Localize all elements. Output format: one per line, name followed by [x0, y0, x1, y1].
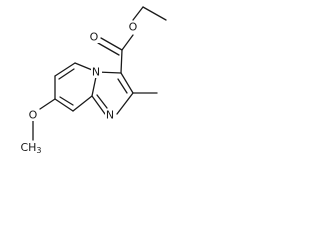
methoxy-oxygen-label: O [29, 109, 38, 122]
bond-c7-c8-inner [59, 96, 74, 106]
methoxy-methyl-main: CH [20, 141, 36, 154]
methoxy-methyl-label: CH3 [20, 141, 41, 155]
molecule-svg: O O N N O CH3 [20, 6, 167, 155]
methoxy-methyl-subscript: 3 [36, 146, 41, 155]
bond-c7-o [39, 98, 56, 110]
ester-oxygen-label: O [129, 21, 138, 34]
bond-carbonyl-double-b [97, 42, 120, 56]
bond-c5-c6-inner [58, 68, 75, 80]
bond-c3-c2-inner [117, 78, 128, 94]
bond-ethyl-ch2-o [132, 6, 144, 21]
bond-n1-c8a-inner [96, 94, 108, 109]
bond-c7-c8 [54, 98, 74, 112]
ring-nitrogen-label: N [106, 109, 114, 122]
bond-ester-o-carbonyl-c [121, 34, 134, 51]
carbonyl-oxygen-label: O [90, 31, 99, 44]
bond-c5-c6 [54, 62, 76, 77]
bond-c8-c8a [72, 95, 93, 112]
bond-ethyl-ch3 [142, 6, 167, 21]
bond-carbonyl-double-a [100, 37, 123, 51]
bond-c3-c2 [120, 72, 134, 94]
bond-carbonyl-c-ring [120, 49, 123, 74]
bond-n1-c8a [91, 95, 106, 115]
bond-c2-n1 [116, 92, 134, 115]
bridgehead-nitrogen-label: N [92, 66, 100, 79]
structure-diagram: O O N N O CH3 [0, 0, 210, 162]
